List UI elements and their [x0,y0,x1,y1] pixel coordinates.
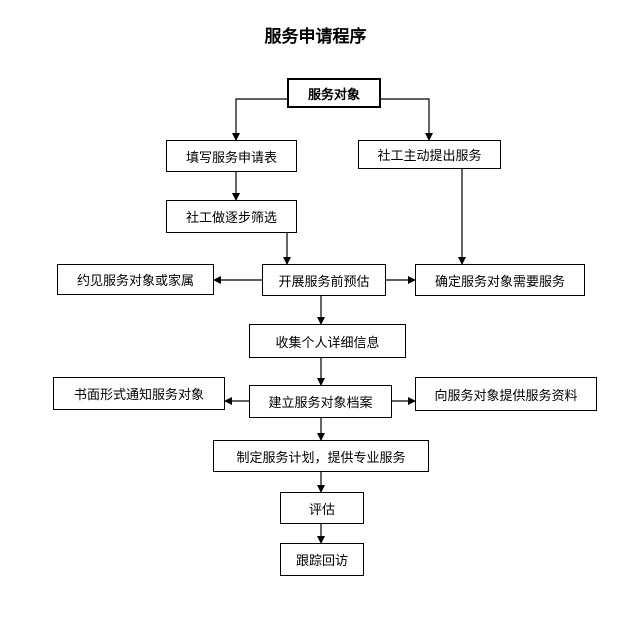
node-confirm-needs: 确定服务对象需要服务 [415,264,585,296]
node-appointment: 约见服务对象或家属 [57,264,214,295]
node-build-file: 建立服务对象档案 [249,385,392,418]
diagram-title: 服务申请程序 [264,27,367,47]
node-collect-info: 收集个人详细信息 [249,324,406,358]
node-social-worker-offer: 社工主动提出服务 [358,140,501,169]
node-pre-assessment: 开展服务前预估 [262,264,386,296]
node-evaluate: 评估 [280,492,364,524]
node-client: 服务对象 [287,78,381,108]
arrow-client-to-fill-form [232,98,287,141]
node-written-notice: 书面形式通知服务对象 [53,377,225,410]
node-fill-form: 填写服务申请表 [166,140,297,172]
node-plan-service: 制定服务计划，提供专业服务 [213,440,429,472]
arrow-client-to-offer [381,98,433,141]
node-provide-info: 向服务对象提供服务资料 [415,377,597,411]
node-follow-up: 跟踪回访 [280,543,364,576]
node-screening: 社工做逐步筛选 [166,200,297,233]
